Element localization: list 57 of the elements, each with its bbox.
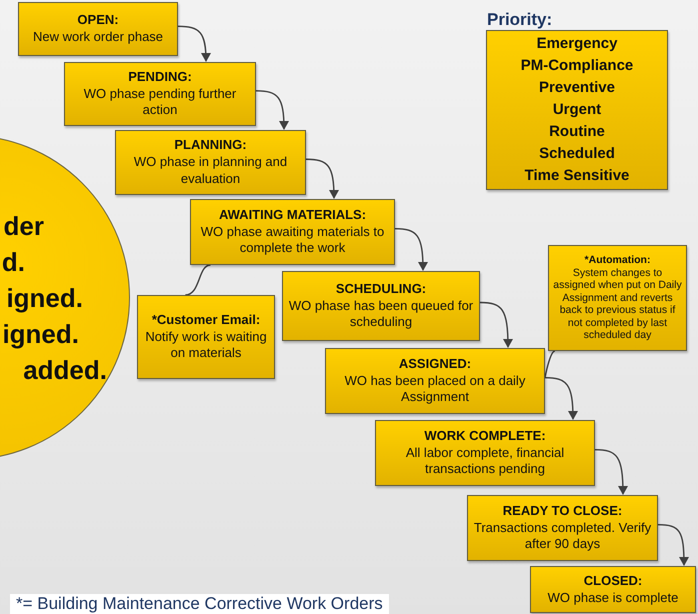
priority-item: Scheduled [539, 144, 615, 164]
phase-title: READY TO CLOSE: [502, 502, 622, 520]
phase-box [467, 495, 658, 561]
phase-title: ASSIGNED: [398, 356, 472, 373]
phase-description: WO phase pending further action [82, 86, 238, 120]
phase-box [190, 199, 395, 265]
phase-title: *Automation: [584, 254, 650, 267]
circle-text: d. [2, 246, 26, 278]
phase-description: All labor complete, financial transactions pending [404, 444, 566, 478]
footnote: *= Building Maintenance Corrective Work Orders [10, 594, 389, 614]
curved-arrow [658, 524, 689, 566]
phase-title: *Customer Email: [152, 312, 260, 329]
phase-box [375, 420, 595, 486]
phase-title: SCHEDULING: [336, 280, 426, 298]
phase-title: PLANNING: [174, 137, 247, 154]
phase-description: System changes to assigned when put on Daily Assignment and reverts back to previous status if not completed by last scheduled day [553, 266, 682, 342]
phase-box [325, 348, 545, 414]
connector-line [544, 350, 556, 378]
priority-item: Emergency [536, 34, 618, 54]
circle-text: igned. [6, 282, 84, 314]
phase-description: Notify work is waiting on materials [144, 328, 268, 362]
connector-line [185, 264, 211, 296]
phase-box [115, 130, 306, 195]
curved-arrow [306, 158, 339, 199]
phase-box [282, 271, 480, 341]
phase-title: AWAITING MATERIALS: [218, 206, 366, 224]
phase-box [530, 566, 696, 613]
phase-description: WO phase has been queued for scheduling [288, 298, 474, 332]
priority-heading: Priority: [487, 11, 552, 29]
phase-title: OPEN: [77, 12, 119, 29]
phase-title: PENDING: [128, 68, 192, 86]
priority-item: PM-Compliance [520, 56, 634, 76]
curved-arrow [394, 228, 428, 271]
priority-item: Preventive [539, 78, 615, 98]
circle-text: der [4, 210, 45, 242]
curved-arrow [544, 377, 578, 420]
phase-box [64, 62, 256, 126]
priority-item: Time Sensitive [524, 166, 630, 186]
phase-box [548, 245, 687, 351]
phase-description: WO has been placed on a daily Assignment [344, 372, 526, 406]
phase-box [18, 2, 178, 56]
priority-item: Urgent [552, 100, 602, 120]
phase-description: WO phase is complete [548, 590, 678, 606]
phase-title: CLOSED: [584, 572, 642, 590]
circle-text: igned. [2, 318, 80, 350]
curved-arrow [256, 90, 289, 130]
phase-description: New work order phase [32, 29, 164, 46]
phase-title: WORK COMPLETE: [424, 428, 546, 445]
phase-box [137, 295, 275, 379]
phase-description: Transactions completed. Verify after 90 days [472, 520, 652, 554]
curved-arrow [480, 302, 513, 348]
curved-arrow [594, 449, 628, 495]
phase-description: WO phase in planning and evaluation [132, 154, 288, 188]
curved-arrow [178, 26, 211, 62]
priority-item: Routine [549, 122, 605, 142]
phase-description: WO phase awaiting materials to complete the work [200, 224, 386, 258]
circle-text: added. [23, 354, 108, 386]
